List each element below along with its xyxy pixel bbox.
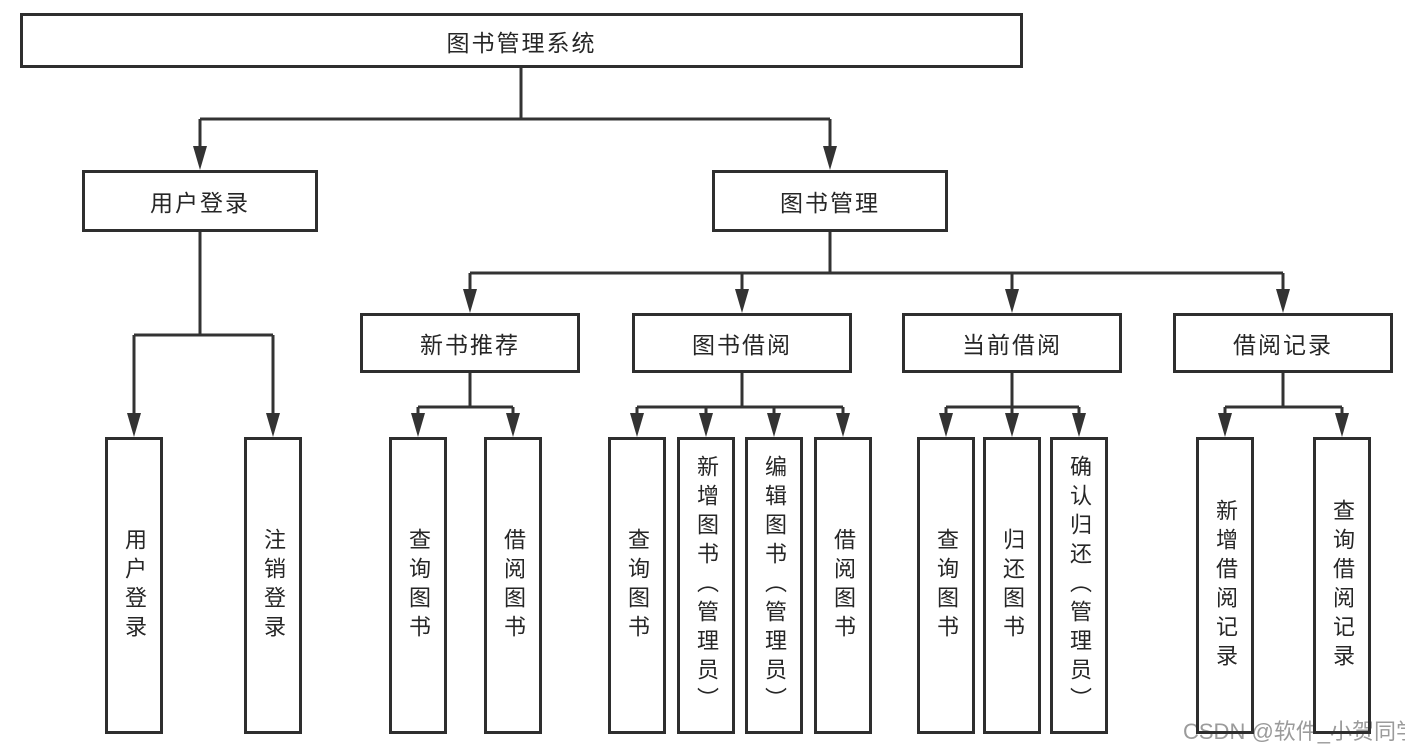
leaf-query-books-recommend-label: 查询图书 [406,527,431,644]
leaf-borrow-books-recommend: 借阅图书 [484,437,542,734]
leaf-query-books-recommend: 查询图书 [389,437,447,734]
leaf-add-borrow-record-label: 新增借阅记录 [1213,498,1238,673]
node-borrow-records-label: 借阅记录 [1233,332,1333,358]
node-book-borrow: 图书借阅 [632,313,852,373]
leaf-query-books-borrow-label: 查询图书 [625,527,650,644]
leaf-edit-books-admin-label: 编辑图书（管理员） [762,455,787,716]
leaf-query-books-current-label: 查询图书 [934,527,959,644]
node-book-borrow-label: 图书借阅 [692,332,792,358]
node-user-login-label: 用户登录 [150,190,250,216]
leaf-return-books: 归还图书 [983,437,1041,734]
node-book-management: 图书管理 [712,170,948,232]
leaf-logout-label: 注销登录 [261,527,286,644]
leaf-add-books-admin-label: 新增图书（管理员） [694,455,719,716]
leaf-add-borrow-record: 新增借阅记录 [1196,437,1254,734]
leaf-query-books-borrow: 查询图书 [608,437,666,734]
leaf-borrow-books: 借阅图书 [814,437,872,734]
node-book-management-label: 图书管理 [780,190,880,216]
leaf-edit-books-admin: 编辑图书（管理员） [745,437,803,734]
node-root-label: 图书管理系统 [446,29,597,56]
leaf-borrow-books-label: 借阅图书 [831,527,856,644]
leaf-query-borrow-record-label: 查询借阅记录 [1330,498,1355,673]
node-root: 图书管理系统 [20,13,1023,68]
leaf-query-books-current: 查询图书 [917,437,975,734]
leaf-confirm-return-admin-label: 确认归还（管理员） [1067,455,1092,716]
node-borrow-records: 借阅记录 [1173,313,1393,373]
node-current-borrow-label: 当前借阅 [962,332,1062,358]
leaf-query-borrow-record: 查询借阅记录 [1313,437,1371,734]
leaf-user-login-label: 用户登录 [122,527,147,644]
node-new-book-recommend-label: 新书推荐 [420,332,520,358]
node-current-borrow: 当前借阅 [902,313,1122,373]
node-new-book-recommend: 新书推荐 [360,313,580,373]
leaf-add-books-admin: 新增图书（管理员） [677,437,735,734]
leaf-user-login: 用户登录 [105,437,163,734]
leaf-confirm-return-admin: 确认归还（管理员） [1050,437,1108,734]
leaf-borrow-books-recommend-label: 借阅图书 [501,527,526,644]
leaf-return-books-label: 归还图书 [1000,527,1025,644]
node-user-login: 用户登录 [82,170,318,232]
leaf-logout: 注销登录 [244,437,302,734]
